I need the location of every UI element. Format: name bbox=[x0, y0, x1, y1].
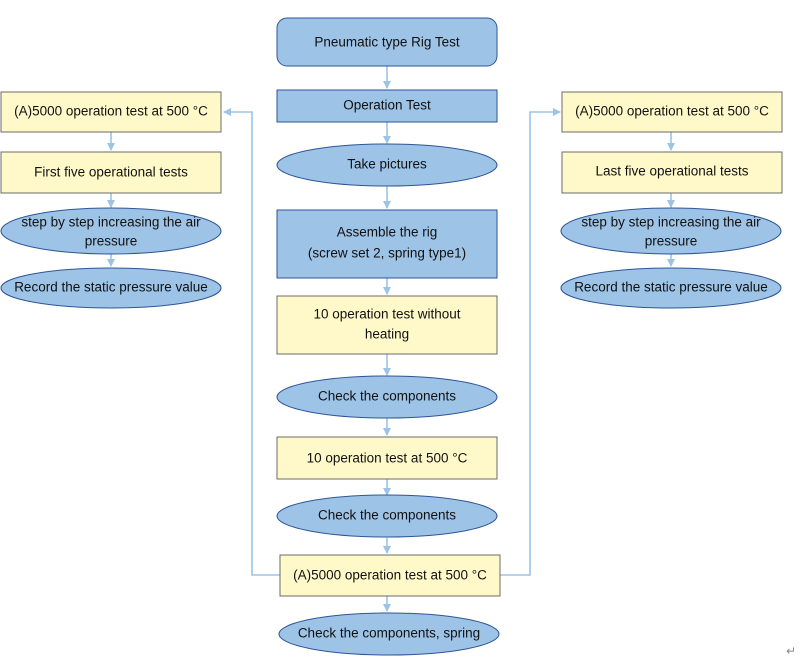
node-right-record bbox=[560, 267, 782, 309]
node-assemble-label-2: (screw set 2, spring type1) bbox=[308, 246, 466, 261]
node-check-components-1-label: Check the components bbox=[318, 389, 456, 404]
node-operation-test-label: Operation Test bbox=[343, 98, 431, 113]
node-ten-no-heat-label-1: 10 operation test without bbox=[313, 307, 460, 322]
node-ten-500 bbox=[276, 436, 498, 480]
node-left-a5000 bbox=[0, 91, 222, 133]
node-ten-no-heat-label-2: heating bbox=[365, 327, 409, 342]
node-left-step-label-1: step by step increasing the air bbox=[21, 215, 201, 230]
node-assemble-label-1: Assemble the rig bbox=[337, 225, 438, 240]
node-center-a5000 bbox=[279, 554, 501, 597]
node-check-components-1 bbox=[276, 375, 498, 419]
node-operation-test bbox=[276, 89, 498, 123]
return-mark: ↵ bbox=[786, 644, 796, 658]
node-right-step bbox=[560, 207, 782, 255]
edge-a5000-to-right-a5000 bbox=[500, 108, 561, 576]
node-left-step bbox=[0, 207, 222, 255]
node-title bbox=[276, 17, 498, 67]
node-title-label: Pneumatic type Rig Test bbox=[314, 35, 460, 50]
node-right-a5000-label: (A)5000 operation test at 500 °C bbox=[575, 104, 769, 119]
left-column: (A)5000 operation test at 500 °C First f… bbox=[0, 91, 222, 309]
node-right-a5000 bbox=[561, 91, 783, 133]
node-first-five-label: First five operational tests bbox=[34, 165, 188, 180]
node-first-five bbox=[0, 151, 222, 194]
node-check-components-spring-label: Check the components, spring bbox=[298, 626, 480, 641]
node-check-components-2 bbox=[276, 494, 498, 538]
connectors bbox=[107, 66, 675, 612]
node-take-pictures-label: Take pictures bbox=[347, 157, 427, 172]
node-right-record-label: Record the static pressure value bbox=[574, 280, 768, 295]
node-ten-500-label: 10 operation test at 500 °C bbox=[307, 451, 468, 466]
right-column: (A)5000 operation test at 500 °C Last fi… bbox=[560, 91, 783, 309]
node-take-pictures bbox=[276, 143, 498, 187]
node-check-components-spring bbox=[278, 612, 500, 656]
node-left-record bbox=[0, 267, 222, 309]
node-center-a5000-label: (A)5000 operation test at 500 °C bbox=[293, 568, 487, 583]
edge-a5000-to-left-a5000 bbox=[223, 108, 280, 576]
node-left-a5000-label: (A)5000 operation test at 500 °C bbox=[14, 104, 208, 119]
node-ten-no-heat bbox=[276, 295, 498, 355]
node-last-five bbox=[561, 151, 783, 194]
center-column: Pneumatic type Rig Test Operation Test T… bbox=[276, 17, 501, 656]
node-last-five-label: Last five operational tests bbox=[595, 164, 748, 179]
node-left-record-label: Record the static pressure value bbox=[14, 280, 208, 295]
node-check-components-2-label: Check the components bbox=[318, 508, 456, 523]
node-right-step-label-2: pressure bbox=[645, 234, 698, 249]
node-left-step-label-2: pressure bbox=[85, 234, 138, 249]
node-right-step-label-1: step by step increasing the air bbox=[581, 215, 761, 230]
node-assemble bbox=[276, 209, 498, 279]
